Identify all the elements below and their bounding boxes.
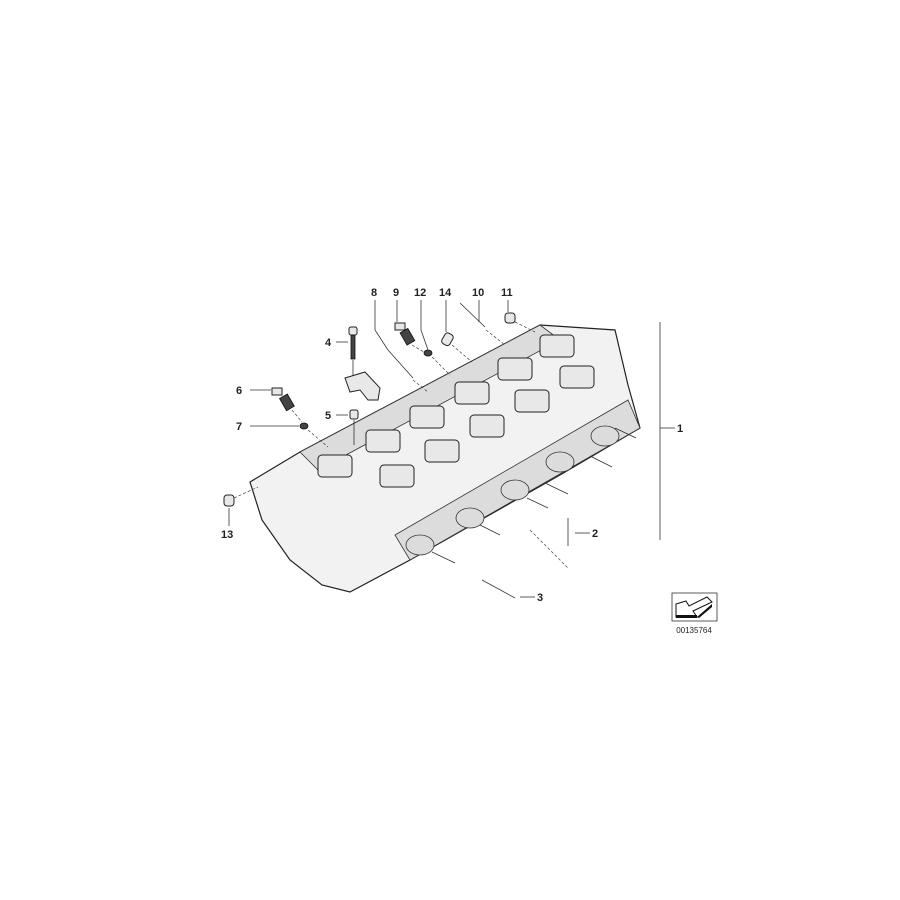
part-3-stud: [481, 579, 535, 599]
cylinder-head: [249, 324, 641, 593]
part-12-seal-ring: [420, 300, 451, 376]
part-11-bush: [504, 300, 536, 333]
callout-10: 10: [472, 287, 484, 299]
camshaft-bearing-caps: [317, 334, 595, 488]
part-10-stud: [459, 300, 506, 346]
exhaust-studs: [431, 427, 637, 564]
part-2-stud: [529, 518, 590, 569]
callout-4: 4: [325, 337, 332, 349]
callout-9: 9: [393, 287, 399, 299]
callout-5: 5: [325, 410, 331, 422]
callout-3: 3: [537, 592, 543, 604]
part-bearing-cap: [344, 371, 381, 401]
callout-2: 2: [592, 528, 598, 540]
diagram-id: 00135764: [676, 626, 712, 635]
exhaust-ports: [405, 425, 620, 556]
part-13-bush: [223, 486, 259, 526]
part-7-seal-ring: [250, 422, 329, 448]
arrow-orientation-icon: [671, 592, 718, 622]
part-4-bolt: [336, 326, 358, 376]
callout-12: 12: [414, 287, 426, 299]
part-14-pin: [441, 300, 473, 363]
part-8-stud: [374, 300, 429, 393]
callout-6: 6: [236, 385, 242, 397]
callout-1: 1: [677, 423, 683, 435]
callout-13: 13: [221, 529, 233, 541]
callout-11: 11: [501, 287, 513, 299]
part-9-screw: [394, 300, 425, 353]
callout-7: 7: [236, 421, 242, 433]
callout-8: 8: [371, 287, 377, 299]
part-5-sleeve: [336, 409, 359, 445]
part-6-screw: [250, 387, 303, 423]
callout-14: 14: [439, 287, 452, 299]
